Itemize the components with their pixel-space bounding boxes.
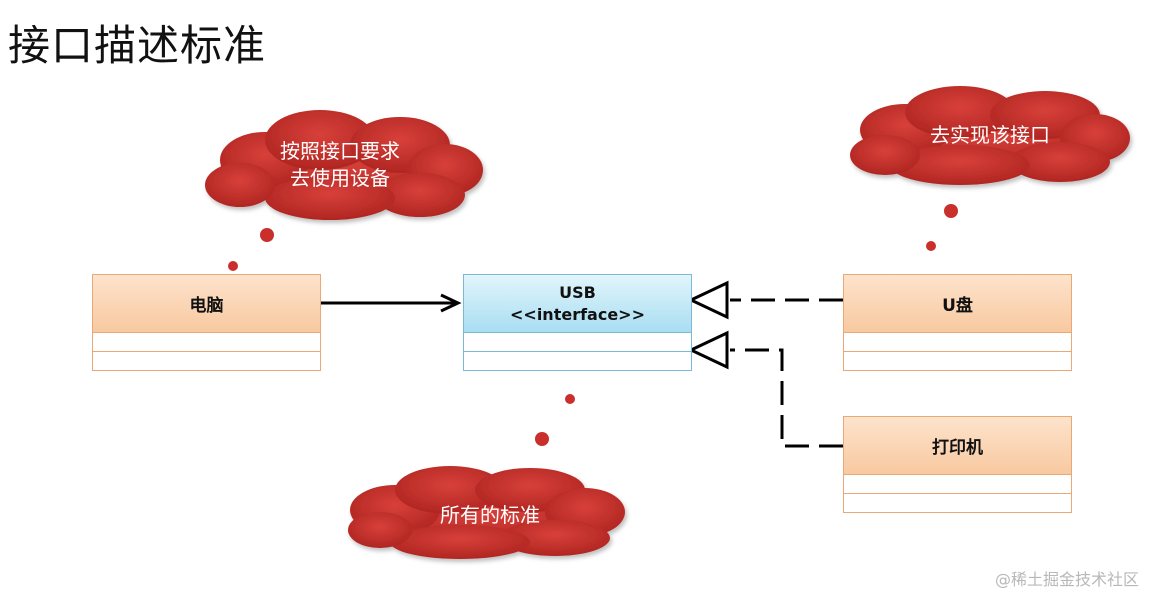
class-printer-header: 打印机 [844, 417, 1071, 475]
class-computer-header: 电脑 [93, 275, 320, 333]
class-udisk: U盘 [843, 274, 1072, 371]
class-computer-name: 电脑 [189, 296, 224, 316]
cloud-implement-bubble [944, 204, 958, 218]
class-udisk-header: U盘 [844, 275, 1071, 333]
class-printer-name: 打印机 [932, 438, 983, 458]
page-title: 接口描述标准 [8, 21, 267, 70]
class-usb-attributes [464, 333, 691, 352]
class-computer: 电脑 [92, 274, 321, 371]
realization-udisk [687, 280, 843, 320]
cloud-use-bubble [228, 261, 238, 271]
class-udisk-attributes [844, 333, 1071, 352]
cloud-use-line2: 去使用设备 [290, 166, 390, 190]
class-printer-attributes [844, 475, 1071, 494]
watermark: @稀土掘金技术社区 [994, 570, 1139, 589]
realization-printer [687, 330, 843, 448]
class-usb-name: USB [559, 282, 596, 302]
class-udisk-name: U盘 [942, 296, 973, 316]
cloud-standard-bubble [565, 394, 575, 404]
class-usb-header: USB <<interface>> [464, 275, 691, 333]
class-usb: USB <<interface>> [463, 274, 692, 371]
cloud-use [205, 110, 483, 220]
association-arrow [320, 293, 462, 313]
class-printer-methods [844, 494, 1071, 512]
cloud-standard [348, 466, 625, 559]
cloud-implement-text: 去实现该接口 [930, 123, 1050, 147]
class-udisk-methods [844, 352, 1071, 370]
cloud-implement-bubble [926, 241, 936, 251]
class-computer-attributes [93, 333, 320, 352]
cloud-standard-bubble [535, 432, 549, 446]
class-usb-methods [464, 352, 691, 370]
class-usb-stereotype: <<interface>> [510, 304, 645, 324]
class-computer-methods [93, 352, 320, 370]
cloud-standard-text: 所有的标准 [440, 503, 540, 527]
cloud-use-line1: 按照接口要求 [280, 139, 400, 163]
class-printer: 打印机 [843, 416, 1072, 513]
cloud-use-text: 按照接口要求 去使用设备 [240, 138, 440, 192]
cloud-implement [850, 86, 1130, 185]
cloud-use-bubble [260, 228, 274, 242]
